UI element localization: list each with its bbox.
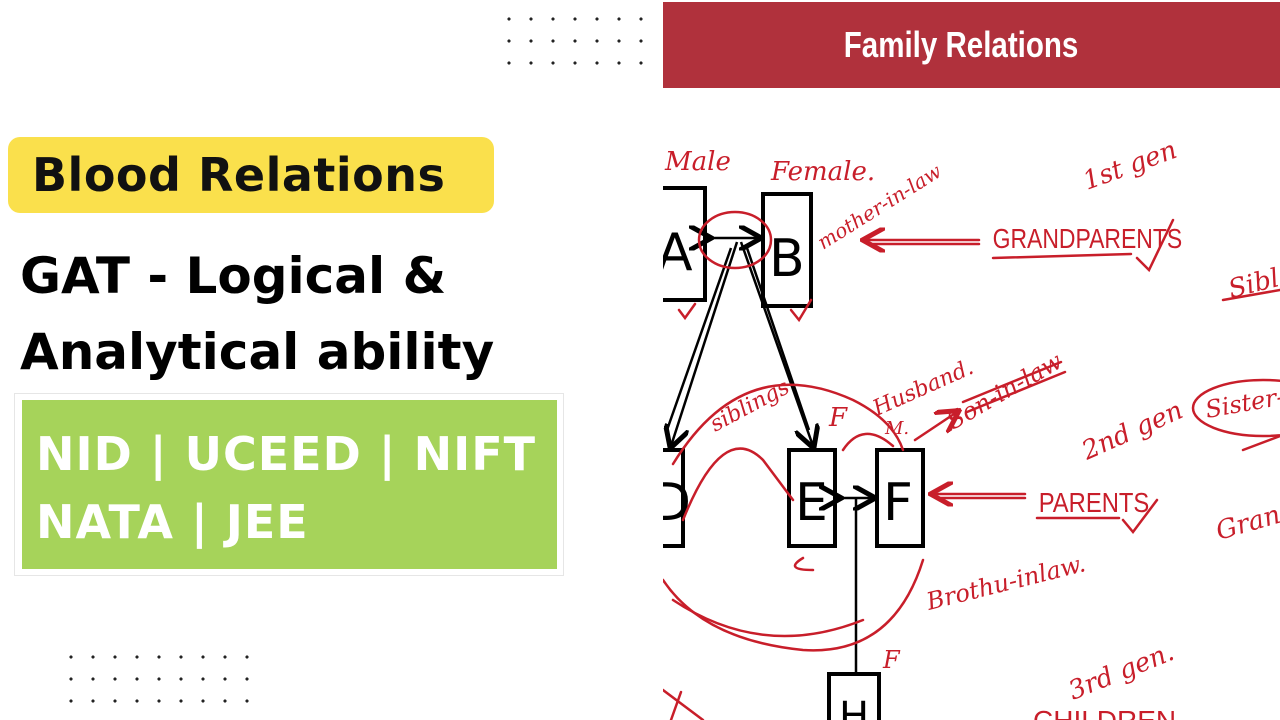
box-h-letter: H bbox=[839, 694, 869, 720]
subtitle: GAT - Logical & Analytical ability bbox=[20, 238, 540, 390]
topic-tag: Blood Relations bbox=[8, 137, 494, 213]
box-h bbox=[827, 672, 881, 720]
decorative-dot-grid bbox=[498, 8, 658, 68]
box-b-letter: B bbox=[769, 229, 805, 289]
slide-header: Family Relations bbox=[663, 2, 1280, 88]
annotation-male: Male bbox=[664, 147, 731, 177]
annotation-f-near-h: F bbox=[882, 646, 901, 674]
subtitle-line: GAT - Logical & bbox=[20, 247, 447, 305]
slide-title: Family Relations bbox=[844, 24, 1079, 65]
box-d-letter: D bbox=[663, 473, 691, 533]
annotation-parents: PARENTS bbox=[1039, 486, 1150, 518]
annotation-grandchildren-cropped: Gran bbox=[1213, 500, 1280, 547]
annotation-f: F bbox=[828, 403, 848, 433]
annotation-siblings-cropped: Sibl bbox=[1225, 263, 1280, 304]
annotation-children: CHILDREN bbox=[1033, 705, 1176, 720]
box-e-letter: E bbox=[795, 473, 828, 533]
exam-list-line: NID | UCEED | NIFT bbox=[36, 427, 537, 481]
annotation-grandparents: GRANDPARENTS bbox=[993, 224, 1183, 255]
decorative-dot-grid bbox=[60, 646, 250, 720]
exam-list-line: NATA | JEE bbox=[36, 495, 309, 549]
annotation-first-gen: 1st gen bbox=[1079, 135, 1181, 196]
annotation-siblings: siblings bbox=[706, 375, 794, 437]
annotation-female: Female. bbox=[770, 157, 875, 187]
box-f-letter: F bbox=[883, 473, 913, 533]
exam-list: NID | UCEED | NIFT NATA | JEE bbox=[22, 400, 557, 569]
annotation-third-gen: 3rd gen. bbox=[1064, 637, 1178, 706]
box-a-letter: A bbox=[663, 223, 693, 283]
subtitle-line: Analytical ability bbox=[20, 323, 495, 381]
family-tree-diagram: A B D E F H bbox=[663, 100, 1280, 720]
annotation-brother-in-law: Brothu-inlaw. bbox=[923, 549, 1089, 616]
family-tree-svg: A B D E F H bbox=[663, 135, 1280, 720]
annotation-m: M. bbox=[884, 418, 909, 439]
annotation-second-gen: 2nd gen bbox=[1077, 395, 1188, 466]
